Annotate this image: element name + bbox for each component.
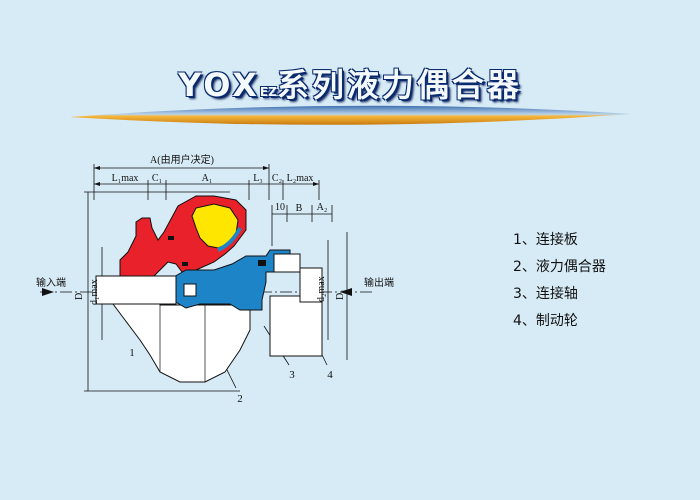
dim-A1: A₁ [202,173,213,184]
dim-L2max: L₂max [287,173,314,184]
output-end-label: 输出端 [364,276,394,289]
dim-D1: D₁ [335,289,346,300]
dim-B: B [296,203,303,214]
dim-L3: L₃ [253,173,263,184]
callout-3: 3 [289,369,295,381]
dim-d2max: d₂max [316,276,327,302]
parts-legend: 1、连接板 2、液力偶合器 3、连接轴 4、制动轮 [513,229,606,337]
page-title: YOXEZ系列液力偶合器 [178,66,522,104]
legend-item: 2、液力偶合器 [513,259,606,275]
callout-2: 2 [237,393,243,405]
dim-D: D [74,293,85,300]
dim-10: 10 [275,202,285,213]
lower-housing [109,299,251,383]
dim-A: A(由用户决定) [150,153,214,166]
legend-item: 1、连接板 [513,232,578,248]
input-end-label: 输入端 [36,276,66,289]
dim-C2: C₂ [272,173,282,184]
dim-d1max: d₁max [89,279,100,305]
dim-A2: A₂ [317,202,328,213]
dim-L1max: L₁max [112,173,139,184]
input-shaft [95,275,177,305]
brake-wheel [269,295,323,357]
callout-4: 4 [327,369,333,381]
legend-item: 3、连接轴 [513,286,578,302]
legend-item: 4、制动轮 [513,313,578,329]
callout-1: 1 [129,347,135,359]
dim-C1: C₁ [152,173,162,184]
